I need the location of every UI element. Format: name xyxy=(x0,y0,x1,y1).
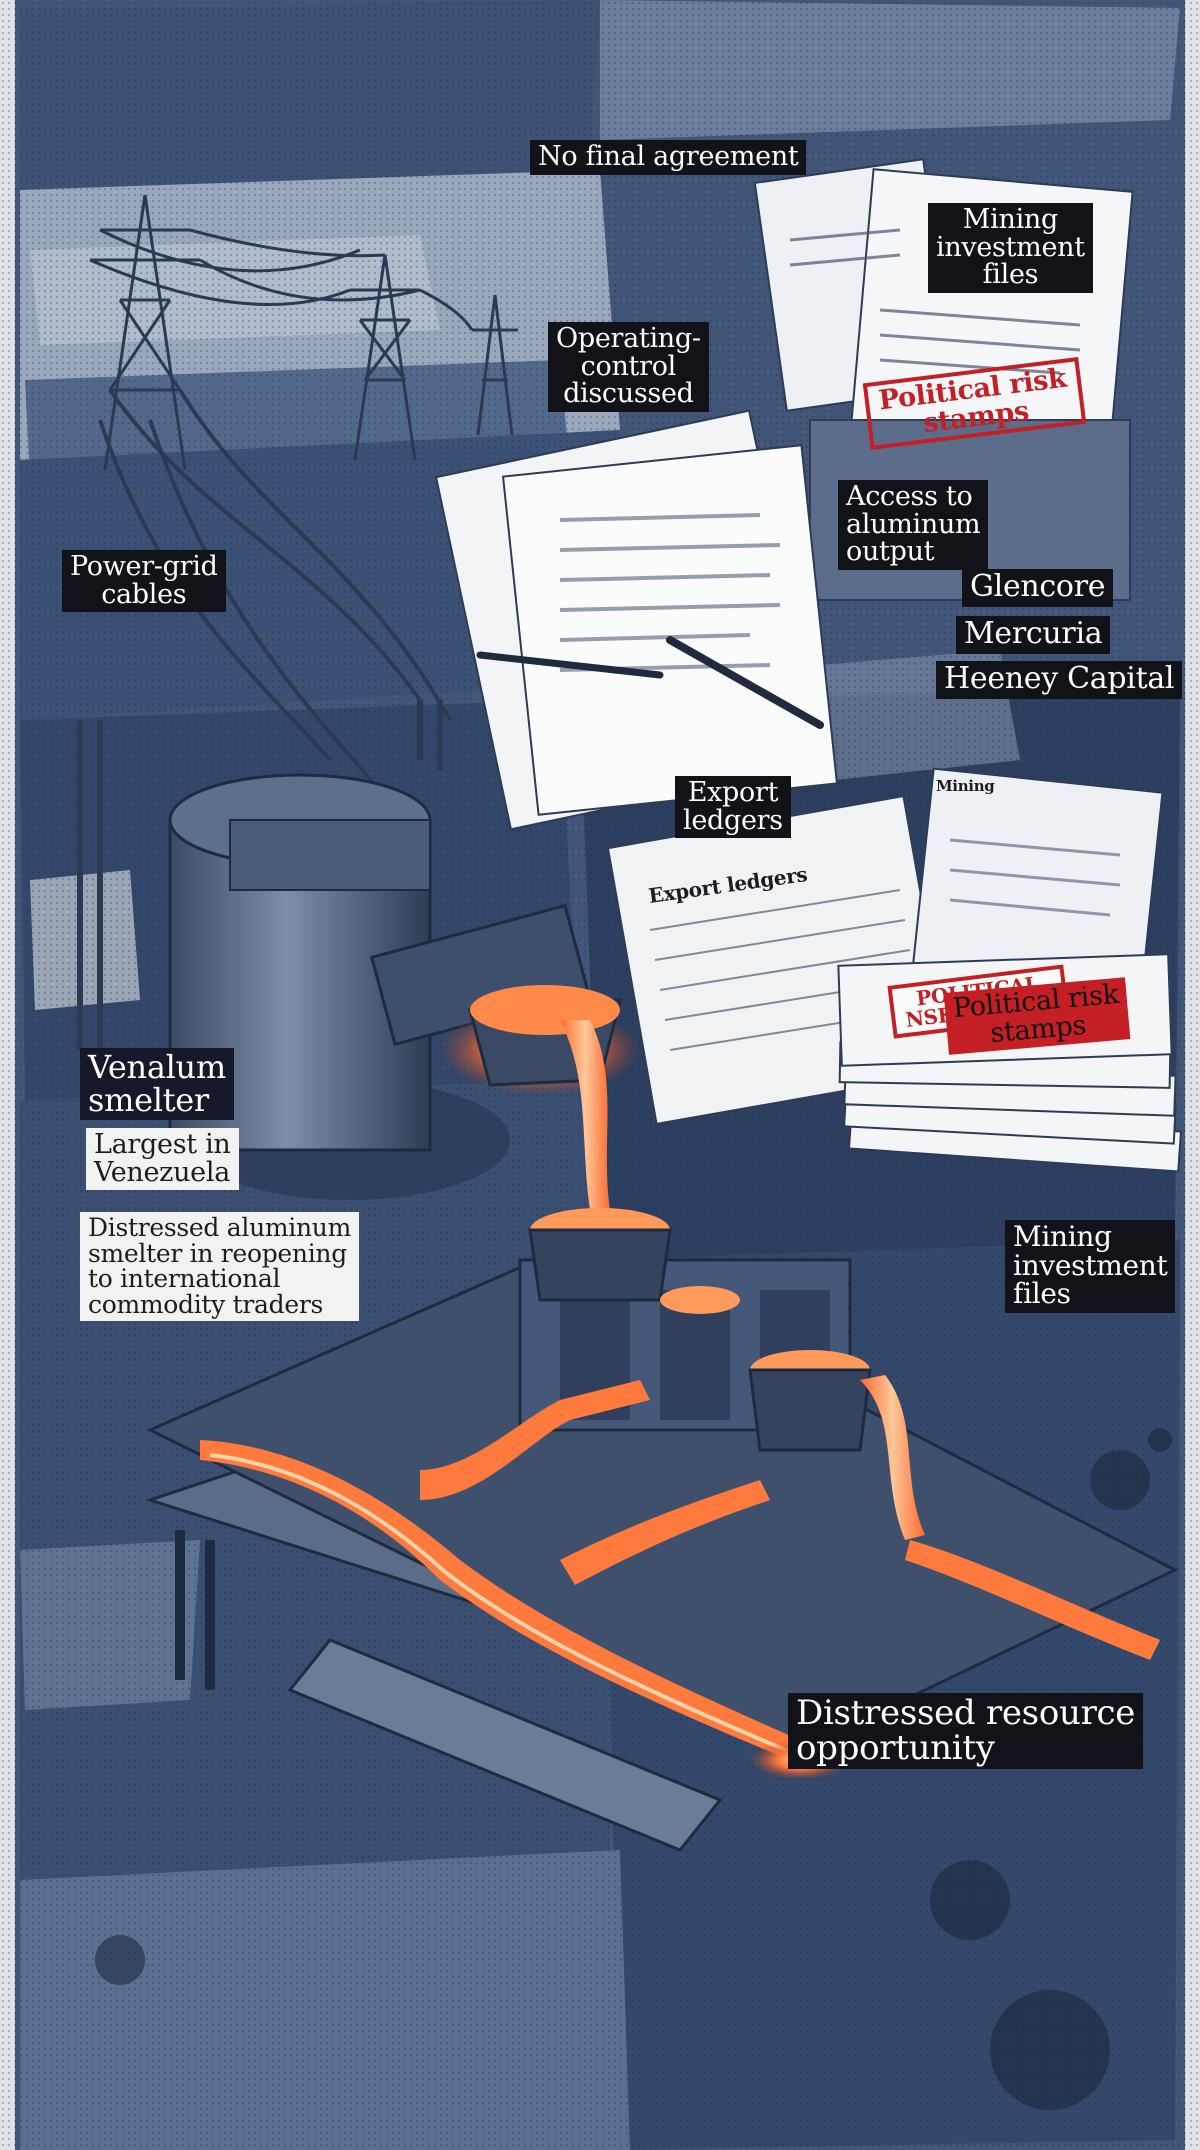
distressed-resource-opportunity-label: Distressed resource opportunity xyxy=(788,1693,1144,1770)
mining-investment-files-label-bottom: Mining investment files xyxy=(1005,1220,1176,1313)
heeney-capital-label: Heeney Capital xyxy=(936,661,1183,699)
ink-splatter xyxy=(95,1428,1172,2110)
power-towers xyxy=(77,194,518,1050)
glencore-label: Glencore xyxy=(962,569,1114,607)
mercuria-label: Mercuria xyxy=(956,616,1111,654)
venalum-smelter-machinery xyxy=(145,773,1179,1852)
mining-document-heading: Mining xyxy=(936,777,995,795)
molten-aluminum-flow xyxy=(200,985,1160,1780)
distressed-aluminum-smelter-caption: Distressed aluminum smelter in reopening… xyxy=(80,1212,359,1321)
mining-investment-documents xyxy=(434,158,1134,831)
operating-control-label: Operating- control discussed xyxy=(548,322,709,412)
no-final-agreement-label: No final agreement xyxy=(530,140,807,175)
access-to-aluminum-output-label: Access to aluminum output xyxy=(838,480,989,570)
largest-in-venezuela-label: Largest in Venezuela xyxy=(86,1128,239,1191)
mining-investment-files-label-top: Mining investment files xyxy=(928,203,1093,293)
export-ledgers-label: Export ledgers xyxy=(675,776,791,839)
power-grid-cables-label: Power-grid cables xyxy=(62,550,226,613)
venalum-smelter-label: Venalum smelter xyxy=(80,1048,234,1121)
